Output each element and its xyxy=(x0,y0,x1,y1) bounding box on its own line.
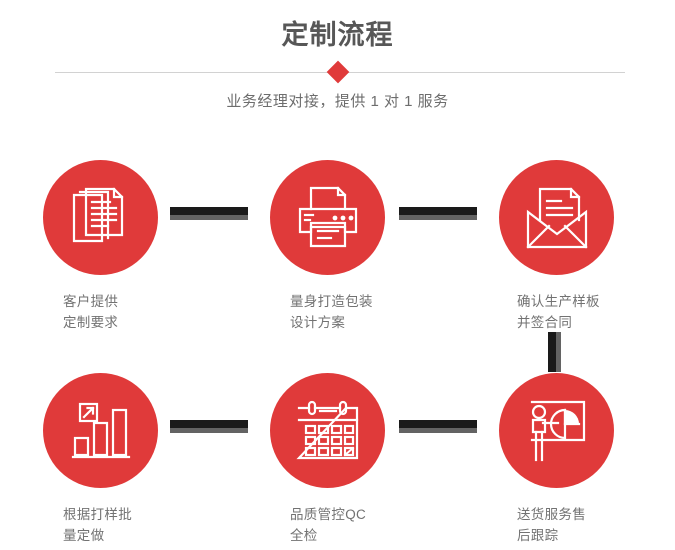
page-title: 定制流程 xyxy=(281,20,394,50)
connector-bar-gray xyxy=(399,428,477,433)
flow-step-3: 确认生产样板 并签合同 xyxy=(466,160,646,333)
connector-bar-gray xyxy=(170,428,248,433)
process-flow-diagram: 客户提供 定制要求 量身打造包装 设计方案 xyxy=(0,130,675,550)
flow-step-5: 品质管控QC 全检 xyxy=(237,373,417,546)
diamond-icon xyxy=(326,60,350,84)
connector-step3-step6 xyxy=(548,332,561,372)
flow-step-6-circle xyxy=(499,373,614,488)
flow-step-1-caption: 客户提供 定制要求 xyxy=(63,294,119,330)
flow-step-4-circle xyxy=(43,373,158,488)
divider xyxy=(0,60,675,92)
flow-step-3-caption: 确认生产样板 并签合同 xyxy=(517,294,600,330)
connector-step4-step5 xyxy=(170,420,248,433)
flow-step-1: 客户提供 定制要求 xyxy=(10,160,190,333)
connector-bar-dark xyxy=(170,420,248,428)
connector-bar-dark xyxy=(399,207,477,215)
calendar-check-icon xyxy=(295,400,361,462)
flow-step-1-circle xyxy=(43,160,158,275)
header-section: 定制流程 业务经理对接，提供 1 对 1 服务 xyxy=(0,0,675,130)
page-subtitle: 业务经理对接，提供 1 对 1 服务 xyxy=(226,93,449,110)
printer-icon xyxy=(294,185,362,251)
flow-step-5-caption: 品质管控QC 全检 xyxy=(290,507,367,543)
flow-step-4-caption: 根据打样批 量定做 xyxy=(63,507,132,543)
flow-step-5-circle xyxy=(270,373,385,488)
open-envelope-letter-icon xyxy=(523,186,591,250)
connector-step5-step6 xyxy=(399,420,477,433)
connector-bar-gray xyxy=(399,215,477,220)
bar-chart-growth-icon xyxy=(70,401,132,461)
flow-step-3-circle xyxy=(499,160,614,275)
presenter-pie-chart-icon xyxy=(524,398,590,464)
connector-bar-dark xyxy=(399,420,477,428)
flow-step-6-caption: 送货服务售 后跟踪 xyxy=(517,507,586,543)
connector-step1-step2 xyxy=(170,207,248,220)
flow-step-4: 根据打样批 量定做 xyxy=(10,373,190,546)
flow-step-6: 送货服务售 后跟踪 xyxy=(466,373,646,546)
flow-step-2-circle xyxy=(270,160,385,275)
connector-bar-gray xyxy=(170,215,248,220)
stacked-documents-icon xyxy=(68,185,134,251)
connector-bar-dark xyxy=(548,332,556,372)
flow-step-2-caption: 量身打造包装 设计方案 xyxy=(290,294,373,330)
connector-bar-dark xyxy=(170,207,248,215)
connector-bar-gray xyxy=(556,332,561,372)
flow-step-2: 量身打造包装 设计方案 xyxy=(237,160,417,333)
connector-step2-step3 xyxy=(399,207,477,220)
